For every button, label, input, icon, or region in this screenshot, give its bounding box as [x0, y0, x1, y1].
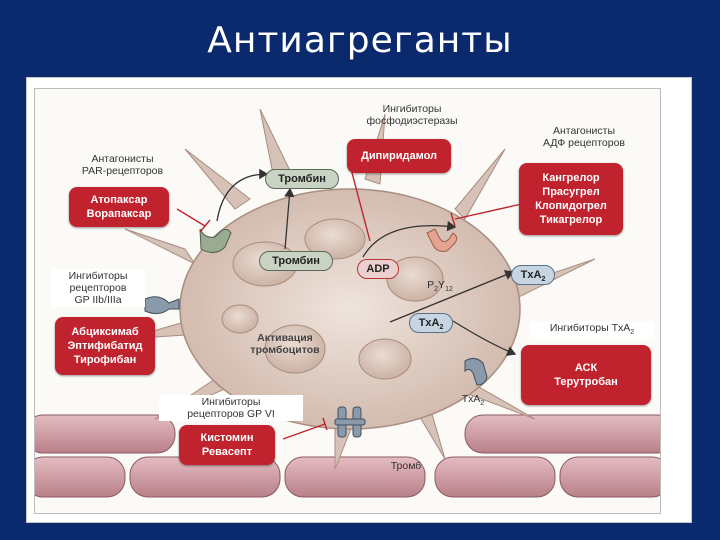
txa2-pill-upper: TxA2: [511, 265, 555, 285]
slide-title: Антиагреганты: [207, 20, 513, 61]
par-receptor: [199, 228, 232, 253]
adp-receptor: [426, 228, 458, 252]
platelet-diagram-graphic: [35, 108, 660, 498]
gp2b3a-receptor: [144, 296, 180, 315]
txa2-receptor: [464, 357, 488, 386]
txa2-inhibitors-label: Ингибиторы TxA2: [529, 321, 655, 341]
thrombin-pill-top: Тромбин: [265, 169, 339, 189]
pde-drug-box: Дипиридамол: [347, 139, 451, 173]
adp-pill: ADP: [357, 259, 399, 279]
thrombin-pill-bottom: Тромбин: [259, 251, 333, 271]
gp6-receptor: [334, 406, 366, 438]
vessel-wall-cells: [35, 414, 660, 498]
p2y12-label: P2Y12: [427, 279, 453, 294]
txa2-receptor-label: TxA2: [461, 393, 485, 408]
txa2-pill-mid: TxA2: [409, 313, 453, 333]
thrombus-label: Тромб: [390, 460, 422, 472]
